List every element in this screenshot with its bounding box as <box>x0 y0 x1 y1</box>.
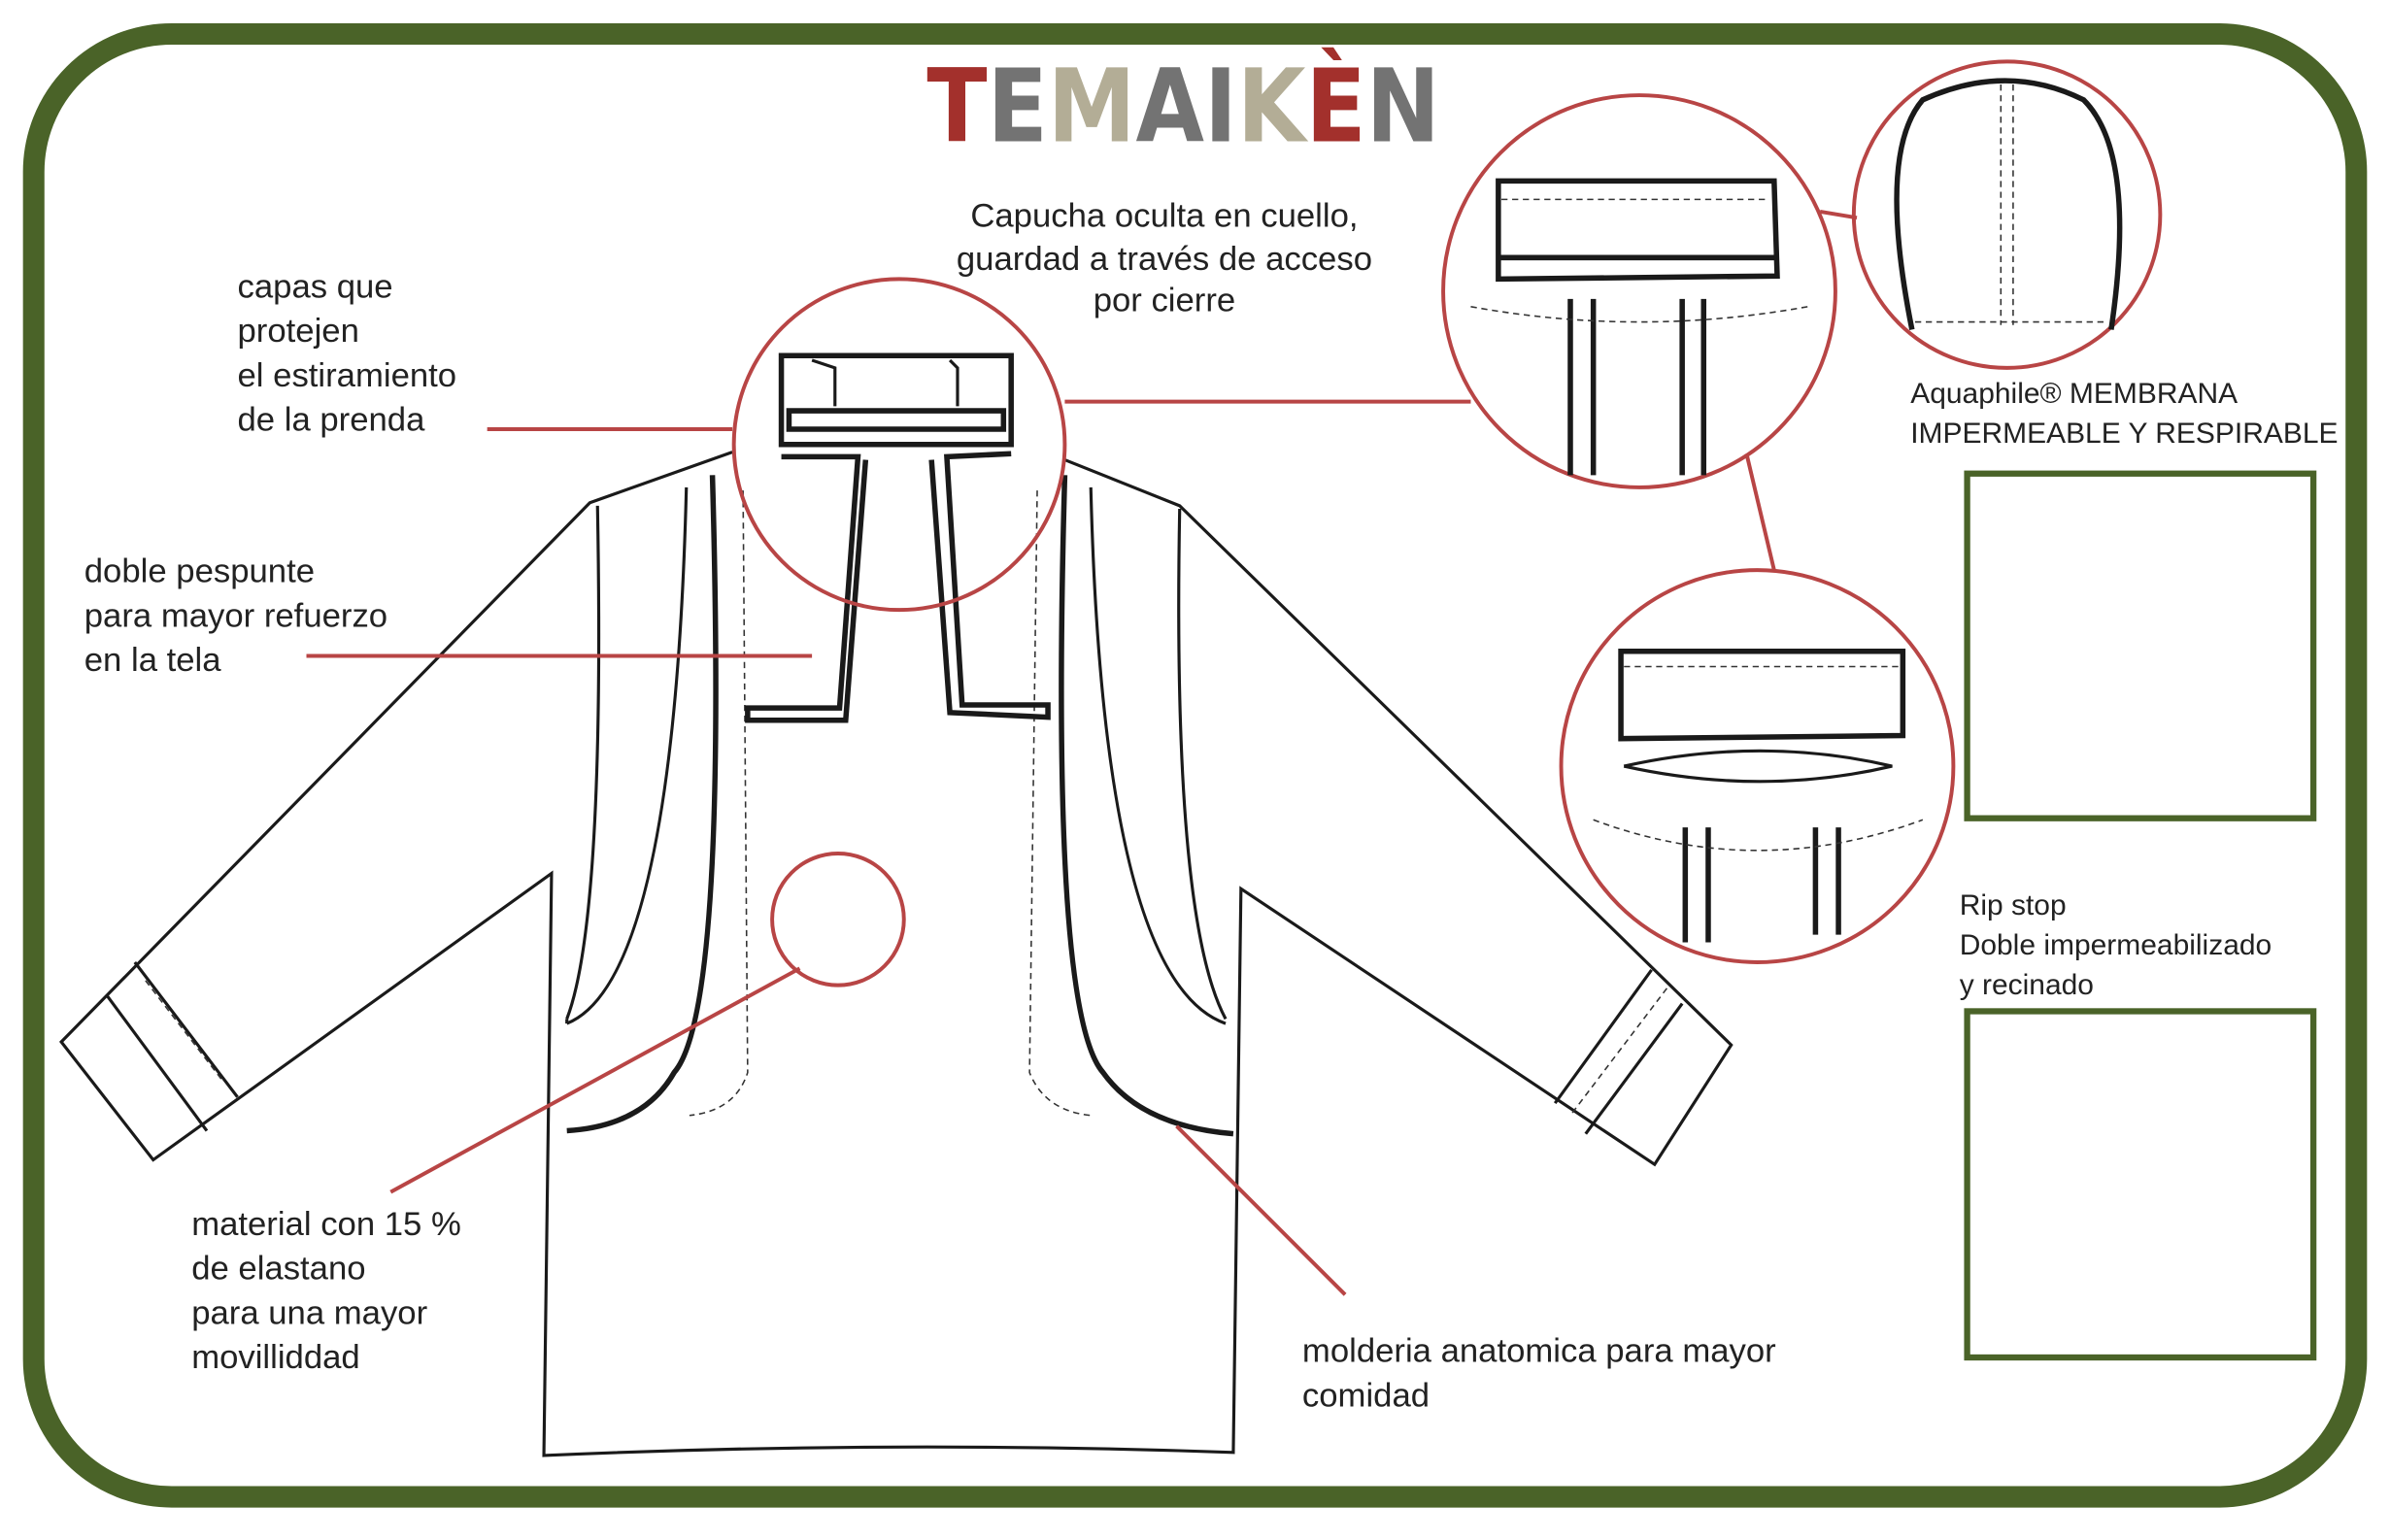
svg-text:IMPERMEABLE Y RESPIRABLE: IMPERMEABLE Y RESPIRABLE <box>1910 418 2338 450</box>
svg-text:el estiramiento: el estiramiento <box>238 357 457 394</box>
callout-leaders <box>306 210 1858 1296</box>
svg-text:Doble impermeabilizado: Doble impermeabilizado <box>1960 929 2272 961</box>
svg-text:molderia anatomica para mayor: molderia anatomica para mayor <box>1302 1333 1776 1370</box>
svg-text:para una mayor: para una mayor <box>191 1294 427 1331</box>
svg-text:de la prenda: de la prenda <box>238 402 426 439</box>
svg-text:por cierre: por cierre <box>1094 283 1236 319</box>
svg-text:Capucha oculta en cuello,: Capucha oculta en cuello, <box>970 198 1358 235</box>
callout-ripstop: Rip stop Doble impermeabilizado y recina… <box>1960 889 2272 1001</box>
callout-hood: Capucha oculta en cuello, guardad a trav… <box>957 198 1372 319</box>
svg-text:guardad a través de acceso: guardad a través de acceso <box>957 241 1372 278</box>
svg-text:capas que: capas que <box>238 268 393 305</box>
svg-text:doble pespunte: doble pespunte <box>84 553 315 590</box>
hood-detail-zoom <box>1441 93 1837 489</box>
membrane-swatch <box>1964 470 2317 821</box>
temaiken-logo: TEMAIKÈN <box>926 47 1439 165</box>
callout-stitch: doble pespunte para mayor refuerzo en la… <box>84 553 387 679</box>
svg-text:protejen: protejen <box>238 313 359 350</box>
svg-text:comidad: comidad <box>1302 1377 1430 1414</box>
collar-detail-circle <box>731 277 1067 613</box>
ripstop-swatch <box>1964 1008 2317 1361</box>
callout-pattern: molderia anatomica para mayor comidad <box>1302 1333 1776 1415</box>
svg-text:movilliddad: movilliddad <box>191 1339 360 1376</box>
svg-text:de elastano: de elastano <box>191 1251 365 1288</box>
svg-text:en la tela: en la tela <box>84 642 221 679</box>
callout-membrane: Aquaphile® MEMBRANA IMPERMEABLE Y RESPIR… <box>1910 378 2338 450</box>
hood-interior-zoom <box>1851 59 2163 370</box>
svg-text:y recinado: y recinado <box>1960 969 2094 1001</box>
svg-text:para mayor refuerzo: para mayor refuerzo <box>84 597 387 634</box>
callout-material: material con 15 % de elastano para una m… <box>191 1206 461 1376</box>
material-detail-circle <box>770 852 906 988</box>
svg-text:Aquaphile® MEMBRANA: Aquaphile® MEMBRANA <box>1910 378 2238 410</box>
svg-text:Rip stop: Rip stop <box>1960 889 2067 921</box>
svg-text:material con 15 %: material con 15 % <box>191 1206 461 1243</box>
jacket-drawing <box>59 277 1734 1457</box>
callout-layers: capas que protejen el estiramiento de la… <box>238 268 457 438</box>
hood-open-zoom <box>1559 568 1956 964</box>
